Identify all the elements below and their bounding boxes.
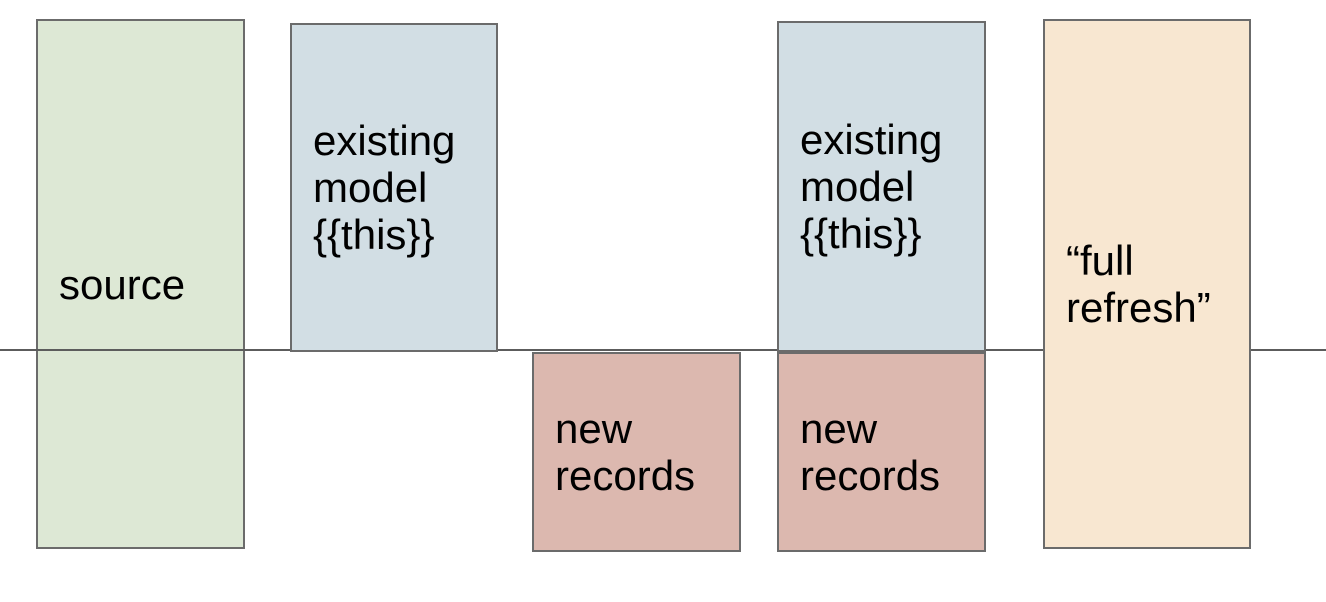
existing-model-left-box: existing model {{this}} <box>290 23 498 352</box>
new-records-left-label: new records <box>555 405 696 499</box>
existing-model-left-label: existing model {{this}} <box>313 117 456 258</box>
full-refresh-label: “full refresh” <box>1066 237 1211 331</box>
full-refresh-box: “full refresh” <box>1043 19 1251 549</box>
existing-model-right-label: existing model {{this}} <box>800 116 943 257</box>
new-records-left-box: new records <box>532 352 741 552</box>
timeline-divider-line <box>0 349 1326 351</box>
source-box: source <box>36 19 245 549</box>
existing-model-right-box: existing model {{this}} <box>777 21 986 352</box>
source-box-label: source <box>59 260 186 308</box>
new-records-right-label: new records <box>800 405 941 499</box>
new-records-right-box: new records <box>777 352 986 552</box>
